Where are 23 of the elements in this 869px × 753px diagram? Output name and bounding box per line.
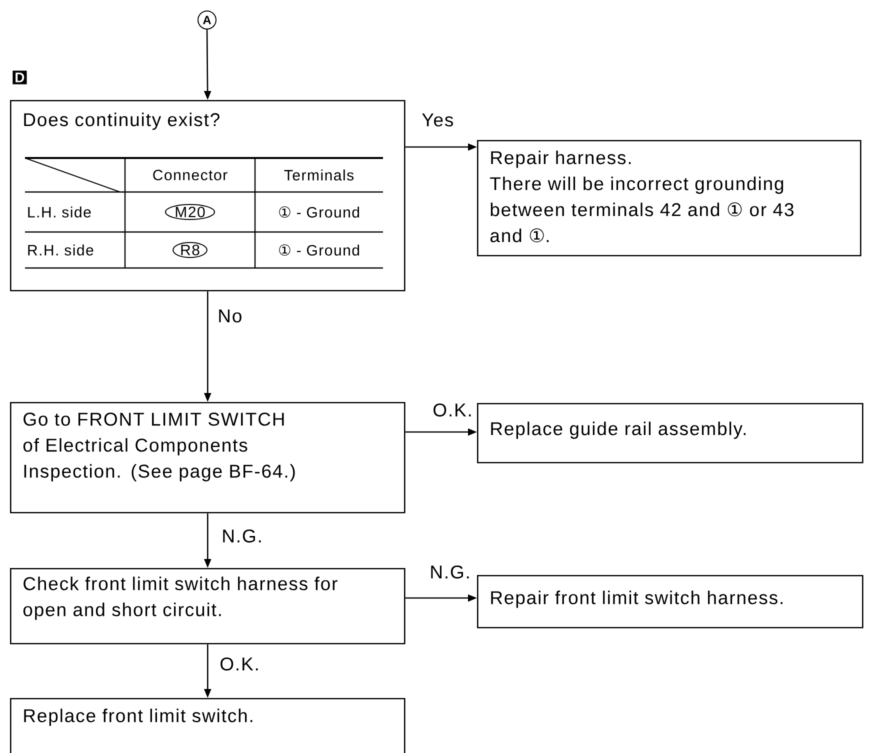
edge-label: Yes bbox=[422, 114, 453, 126]
node-label: Does continuity exist? bbox=[24, 112, 220, 130]
table-cell: Connector bbox=[153, 170, 228, 180]
box-text: Replace front limit switch. bbox=[24, 708, 252, 726]
edge-label: N.G. bbox=[223, 529, 261, 543]
table-cell: ① - Ground bbox=[279, 206, 360, 218]
table-cell: ① - Ground bbox=[279, 244, 360, 256]
table-cell: Terminals bbox=[284, 170, 354, 180]
box-text: Repair harness. bbox=[491, 150, 631, 168]
box-text: There will be incorrect grounding between terminals 42 and ① or 43 and ①. bbox=[490, 176, 794, 242]
table-cell: L.H. side bbox=[28, 206, 91, 218]
box-text: Replace guide rail assembly. bbox=[491, 422, 746, 439]
edge-label: O.K. bbox=[220, 657, 258, 671]
table-cell: R.H. side bbox=[28, 244, 94, 256]
box-text: Repair front limit switch harness. bbox=[491, 590, 782, 608]
box-text: Go to FRONT LIMIT SWITCH of Electrical Components Inspection. (See page BF-64.) bbox=[23, 412, 295, 482]
edge-label: N.G. bbox=[431, 565, 469, 579]
edge-label: No bbox=[219, 310, 242, 322]
connector-oval: R8 bbox=[172, 242, 208, 258]
box-text: Check front limit switch harness for open and short circuit. bbox=[23, 576, 338, 620]
edge-label: O.K. bbox=[434, 403, 471, 417]
connector-oval: M20 bbox=[164, 204, 216, 220]
section-tag: D bbox=[12, 70, 27, 84]
